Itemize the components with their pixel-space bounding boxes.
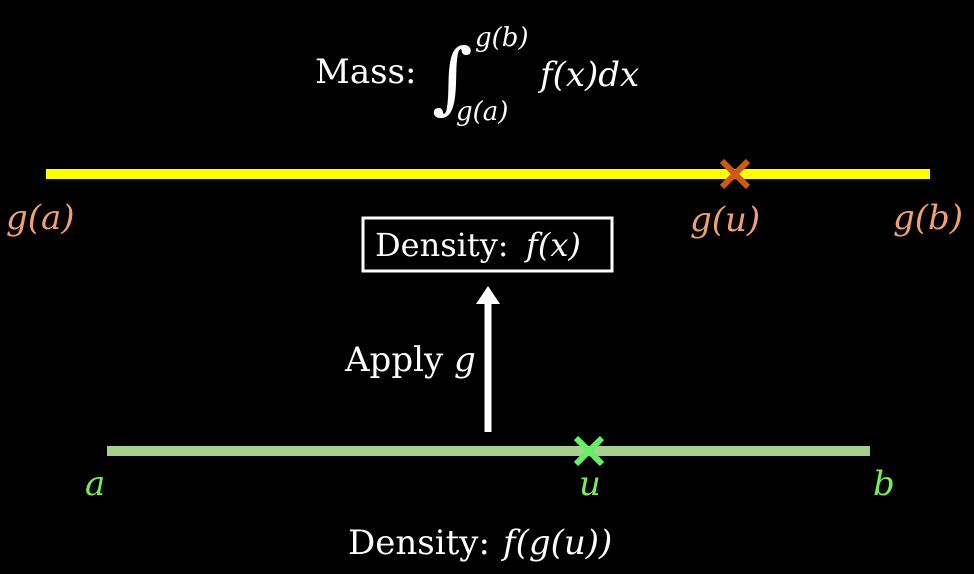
top-axis-label-right: g(b) (893, 198, 963, 238)
bottom-density-expression: f(g(u)) (500, 523, 612, 563)
bottom-density: Density: f(g(u)) (348, 523, 612, 563)
mass-label: Mass: (315, 52, 416, 92)
bottom-axis: a u b (85, 435, 895, 504)
bottom-density-label: Density: (348, 523, 490, 563)
density-box: Density: f(x) (361, 216, 614, 273)
bottom-axis-label-left: a (85, 464, 105, 504)
top-axis: g(a) g(u) g(b) (6, 158, 963, 240)
arrow-label-var: g (454, 340, 476, 380)
bottom-axis-label-marker: u (579, 464, 601, 504)
arrow-label-prefix: Apply (344, 340, 444, 380)
density-box-expression: f(x) (524, 226, 581, 264)
arrow-head (476, 286, 500, 304)
integrand: f(x)dx (537, 55, 639, 95)
bottom-axis-marker (573, 435, 605, 467)
apply-arrow: Apply g (344, 286, 500, 432)
bottom-axis-label-right: b (873, 464, 895, 504)
top-axis-label-left: g(a) (6, 198, 75, 238)
integral-lower-limit: g(a) (456, 97, 508, 127)
top-axis-marker (719, 158, 751, 190)
integral-sign: ∫ (432, 33, 473, 123)
mass-formula: Mass: ∫ g(b) g(a) f(x)dx (315, 23, 639, 127)
top-axis-label-marker: g(u) (690, 200, 760, 240)
density-box-frame (361, 216, 614, 273)
integral-upper-limit: g(b) (475, 23, 529, 53)
density-box-label: Density: (375, 226, 509, 264)
